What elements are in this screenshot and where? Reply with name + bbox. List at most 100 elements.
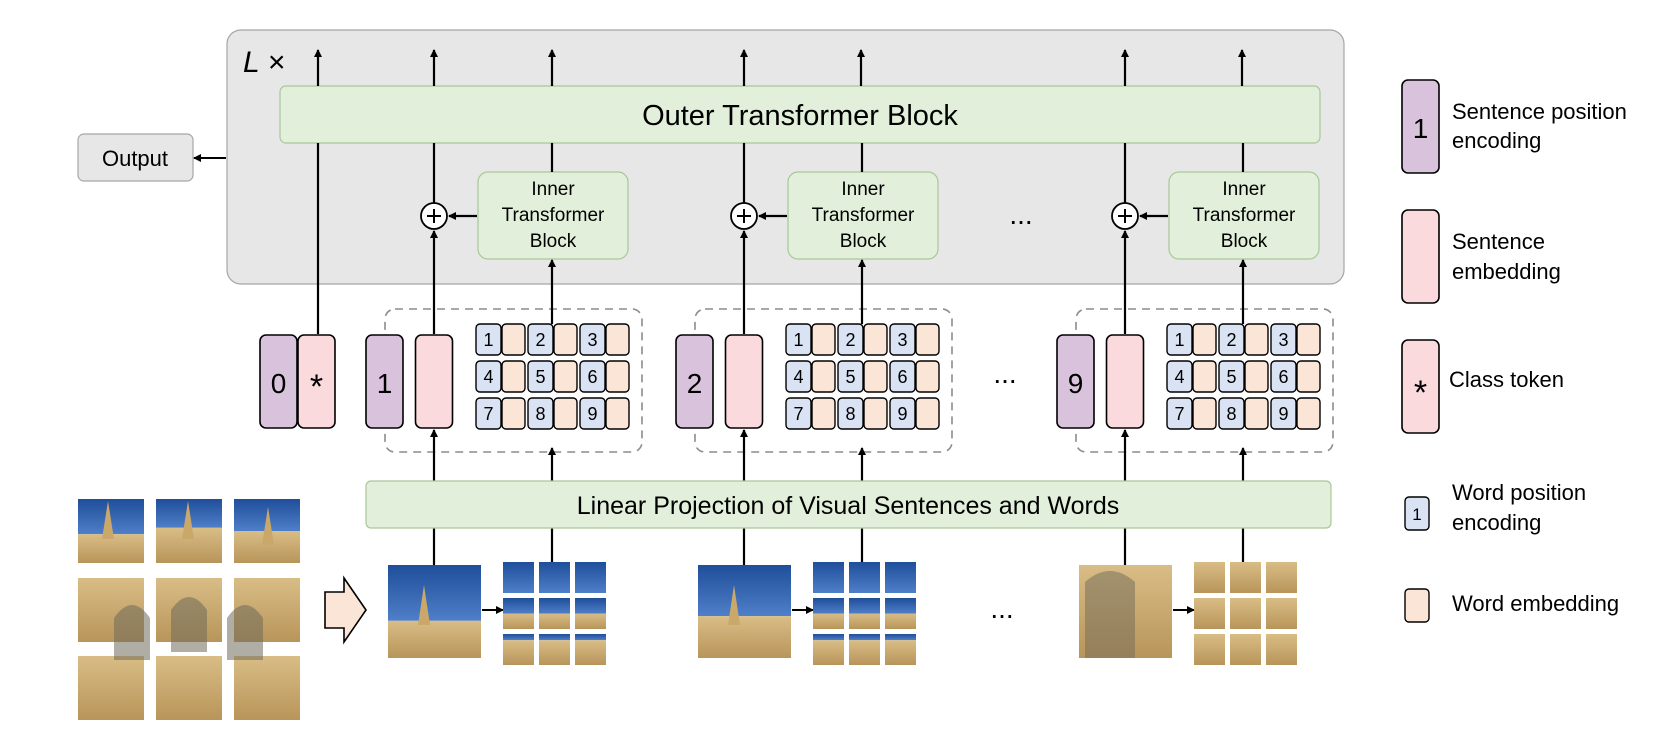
word-embedding [1192, 397, 1217, 430]
legend: 1 Sentence position encoding Sentence em… [1401, 79, 1627, 623]
stone-region [813, 613, 844, 629]
sky-region [885, 634, 916, 641]
word-embedding [811, 397, 836, 430]
word-embedding [1244, 323, 1269, 356]
word-embedding [553, 360, 578, 393]
stone-region [539, 613, 570, 629]
word-embedding [915, 323, 940, 356]
outer-transformer-block [279, 85, 1321, 144]
sky-region [388, 565, 481, 621]
word-patch-image [539, 634, 570, 665]
word-position-number: 5 [535, 367, 545, 387]
sky-region [575, 634, 606, 641]
word-position-encoding [785, 323, 812, 356]
word-patch-image [1230, 598, 1261, 629]
stone-region [1194, 598, 1225, 629]
word-patch-image [575, 634, 606, 665]
word-position-encoding [527, 397, 554, 430]
word-patch-image [503, 562, 534, 593]
word-patch-image [885, 562, 916, 593]
word-position-encoding [1218, 397, 1245, 430]
word-position-encoding [579, 360, 606, 393]
word-position-encoding [1270, 360, 1297, 393]
legend-word-position-line2: encoding [1452, 510, 1541, 535]
word-patch-image [813, 598, 844, 629]
spire-shape [728, 585, 740, 625]
word-patch-image [575, 598, 606, 629]
word-position-encoding [1166, 360, 1193, 393]
inner-transformer-block-label: Transformer [1193, 205, 1296, 226]
sentence-patch-image [698, 565, 791, 658]
stone-region [503, 640, 534, 665]
word-embedding [605, 323, 630, 356]
word-embedding [863, 323, 888, 356]
word-embedding [1244, 397, 1269, 430]
word-patch-image [1194, 562, 1225, 593]
sky-region [849, 562, 880, 593]
word-patch-image [1230, 634, 1261, 665]
legend-sentence-position-line1: Sentence position [1452, 99, 1627, 124]
stone-region [388, 620, 481, 658]
stone-region [1230, 598, 1261, 629]
sky-region [885, 598, 916, 614]
word-embedding [605, 360, 630, 393]
stone-region [849, 640, 880, 665]
word-position-number: 5 [845, 367, 855, 387]
legend-word-embedding-swatch [1404, 588, 1430, 623]
stone-region [698, 616, 791, 658]
stone-region [78, 656, 144, 720]
word-patch-image [849, 598, 880, 629]
word-position-number: 8 [535, 404, 545, 424]
sentence-position-encoding [365, 334, 404, 429]
word-embedding [863, 397, 888, 430]
word-position-number: 6 [1278, 367, 1288, 387]
legend-class-token-line1: Class token [1449, 367, 1564, 392]
class-position-encoding [259, 334, 298, 429]
word-position-encoding [475, 397, 502, 430]
word-position-number: 6 [897, 367, 907, 387]
sentence-patch-image [388, 565, 481, 658]
class-token [297, 334, 336, 429]
legend-word-position-swatch [1404, 496, 1430, 531]
legend-word-embedding-line1: Word embedding [1452, 591, 1619, 616]
class-token-symbol: * [310, 368, 323, 406]
stone-region [885, 613, 916, 629]
word-position-number: 1 [793, 330, 803, 350]
word-position-number: 8 [845, 404, 855, 424]
legend-sentence-position-sample: 1 [1413, 113, 1429, 144]
word-position-encoding [1270, 323, 1297, 356]
sky-region [503, 598, 534, 614]
legend-sentence-embedding-swatch [1401, 209, 1440, 304]
spire-shape [182, 501, 194, 539]
word-position-number: 4 [793, 367, 803, 387]
word-patch-image [813, 562, 844, 593]
word-embedding [501, 323, 526, 356]
sky-region [813, 598, 844, 614]
stone-region [1230, 562, 1261, 593]
sky-region [539, 598, 570, 614]
word-position-number: 7 [1174, 404, 1184, 424]
ellipsis-images: ... [990, 593, 1013, 624]
sentence-embedding [724, 334, 764, 429]
stone-region [539, 640, 570, 665]
word-position-encoding [527, 323, 554, 356]
word-embedding [1244, 360, 1269, 393]
word-position-number: 3 [587, 330, 597, 350]
word-embedding [605, 397, 630, 430]
spire-shape [262, 507, 274, 545]
stone-region [1194, 634, 1225, 665]
spire-shape [418, 585, 430, 625]
sentence-position-encoding [675, 334, 714, 429]
word-patch-image [539, 598, 570, 629]
word-patch-image [1194, 634, 1225, 665]
sentence-position-number: 1 [377, 368, 393, 399]
word-position-number: 7 [483, 404, 493, 424]
word-position-number: 2 [535, 330, 545, 350]
word-embedding [553, 397, 578, 430]
sky-region [503, 562, 534, 593]
word-embedding [1192, 323, 1217, 356]
outer-transformer-block-label: Outer Transformer Block [642, 100, 958, 132]
sky-region [813, 634, 844, 641]
